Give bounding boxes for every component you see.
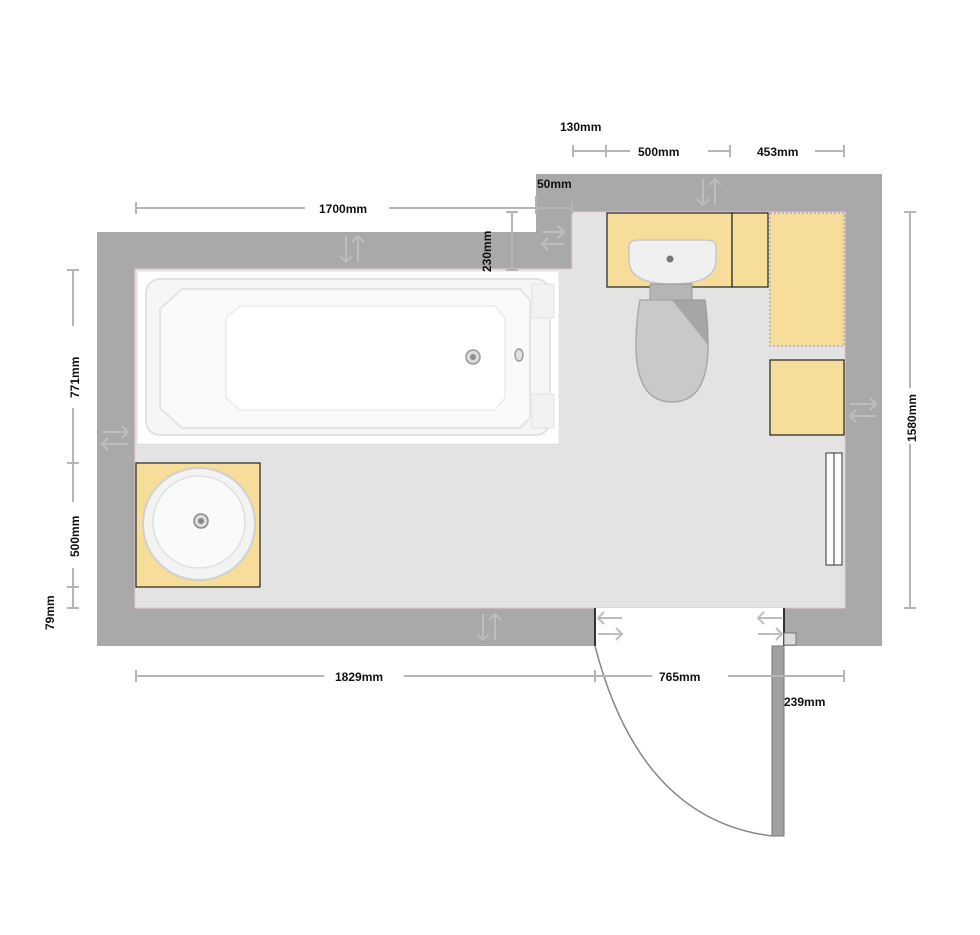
door-swing-arc bbox=[594, 645, 773, 837]
door-opening bbox=[595, 608, 785, 646]
wall-arrow-icon bbox=[100, 177, 878, 642]
vanity-side-cabinet bbox=[731, 212, 769, 288]
dimension-lines bbox=[67, 145, 916, 682]
dim-500-top: 500mm bbox=[638, 145, 679, 159]
basin-drain-center bbox=[198, 518, 204, 524]
door-stop bbox=[783, 632, 797, 646]
bathtub[interactable] bbox=[136, 270, 560, 445]
dimension-labels: 130mm 500mm 453mm 50mm 1700mm 230mm 771m… bbox=[43, 120, 919, 709]
toilet-neck bbox=[649, 283, 693, 301]
bathtub-shelf-bottom bbox=[531, 393, 555, 429]
dim-771: 771mm bbox=[68, 357, 82, 398]
overflow-icon bbox=[514, 348, 524, 362]
wall-basin-drain-icon bbox=[666, 255, 674, 263]
tall-cabinet bbox=[769, 212, 845, 347]
low-cabinet bbox=[769, 359, 845, 436]
toilet[interactable] bbox=[635, 283, 709, 403]
dim-1580: 1580mm bbox=[905, 394, 919, 442]
drain-center bbox=[470, 354, 476, 360]
vanity-unit[interactable] bbox=[606, 212, 769, 288]
storage-cabinets[interactable] bbox=[769, 212, 845, 436]
radiator[interactable] bbox=[825, 452, 843, 566]
wall-arrow-icon bbox=[596, 611, 624, 641]
wall-arrow-icon bbox=[100, 425, 130, 451]
dim-500-left: 500mm bbox=[68, 516, 82, 557]
bathtub-floor bbox=[225, 305, 506, 411]
toilet-shadow bbox=[672, 300, 708, 345]
dim-230: 230mm bbox=[480, 231, 494, 272]
dim-239: 239mm bbox=[784, 695, 825, 709]
wall-arrow-icon bbox=[476, 612, 502, 642]
dim-453: 453mm bbox=[757, 145, 798, 159]
dim-1829: 1829mm bbox=[335, 670, 383, 684]
dim-1700: 1700mm bbox=[319, 202, 367, 216]
dim-765: 765mm bbox=[659, 670, 700, 684]
dim-130: 130mm bbox=[560, 120, 601, 134]
dim-79: 79mm bbox=[43, 595, 57, 630]
wall-arrow-icon bbox=[848, 397, 878, 423]
wall-arrow-icon bbox=[696, 177, 722, 207]
door-leaf bbox=[771, 645, 785, 837]
bathtub-shelf-top bbox=[531, 283, 555, 319]
dim-50: 50mm bbox=[537, 177, 572, 191]
wall-basin bbox=[628, 239, 717, 285]
wall-arrow-icon bbox=[756, 611, 784, 641]
wall-arrow-icon bbox=[540, 225, 566, 251]
wall-arrow-icon bbox=[339, 234, 365, 264]
door bbox=[594, 645, 785, 837]
round-basin-unit[interactable] bbox=[135, 462, 261, 588]
